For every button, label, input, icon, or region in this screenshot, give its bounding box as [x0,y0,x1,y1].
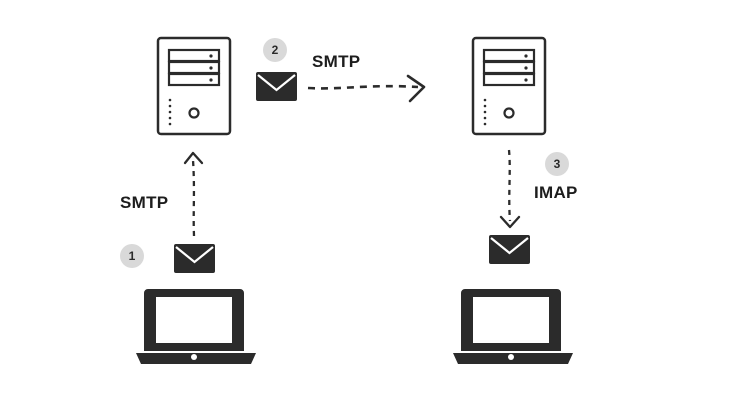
sender-laptop-icon [136,289,256,364]
receiver-laptop-icon [453,289,573,364]
envelope-icon [256,72,297,101]
protocol-label-imap: IMAP [534,183,578,202]
arrow-up-sender [183,151,204,237]
envelope-icon [489,235,530,264]
envelope-icon [174,244,215,273]
receiver-server-icon [471,36,547,136]
sender-server-icon [156,36,232,136]
protocol-label-smtp-relay: SMTP [312,52,361,71]
step-badge-2: 2 [263,38,287,62]
arrow-down-receiver [499,149,521,229]
step-badge-1: 1 [120,244,144,268]
step-badge-3: 3 [545,152,569,176]
arrow-right-relay [307,74,426,103]
protocol-label-smtp-submit: SMTP [120,193,169,212]
